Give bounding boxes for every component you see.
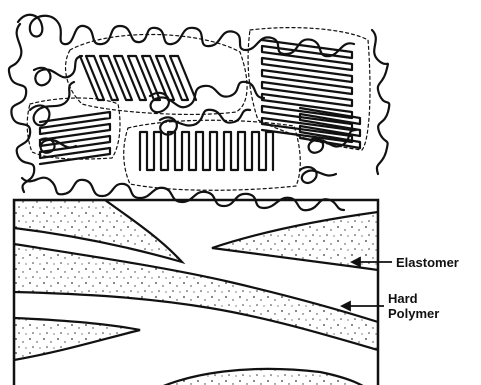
chain-border-top [18, 15, 354, 56]
elastomer-label: Elastomer [396, 255, 459, 270]
chain-border-left [9, 24, 34, 192]
hard-polymer-pointer-arrow [342, 302, 350, 310]
lamella-left [40, 112, 110, 164]
hard-polymer-band-bottom [150, 369, 372, 385]
bottom-panel-phase-separation [14, 200, 378, 385]
chain-border-right [372, 30, 389, 174]
hard-polymer-label-line1: Hard [388, 291, 418, 306]
lamella-bottom [140, 132, 273, 170]
lamella-upper-center [80, 56, 196, 100]
elastomer-domain-lower-left [14, 318, 140, 360]
top-panel-entangled-chains [9, 15, 389, 210]
hard-polymer-label-line2: Polymer [388, 306, 439, 321]
